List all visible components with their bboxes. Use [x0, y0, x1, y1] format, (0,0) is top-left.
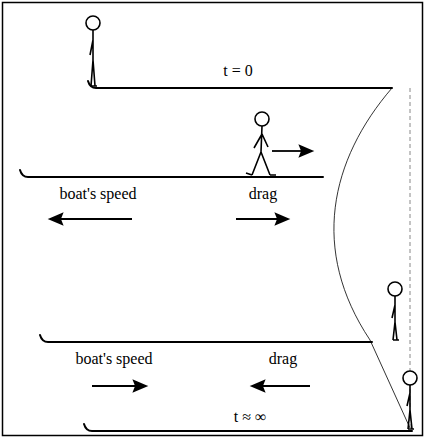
boats: [20, 81, 412, 431]
trajectory-curve: [334, 88, 410, 428]
force-label: drag: [267, 350, 299, 368]
force-label: boat's speed: [57, 185, 138, 203]
force-label: drag: [247, 185, 279, 203]
force-label: boat's speed: [73, 350, 154, 368]
time-label: t ≈ ∞: [232, 408, 269, 426]
frame: [3, 3, 423, 436]
arrows: [50, 146, 312, 391]
time-label: t = 0: [221, 62, 254, 80]
